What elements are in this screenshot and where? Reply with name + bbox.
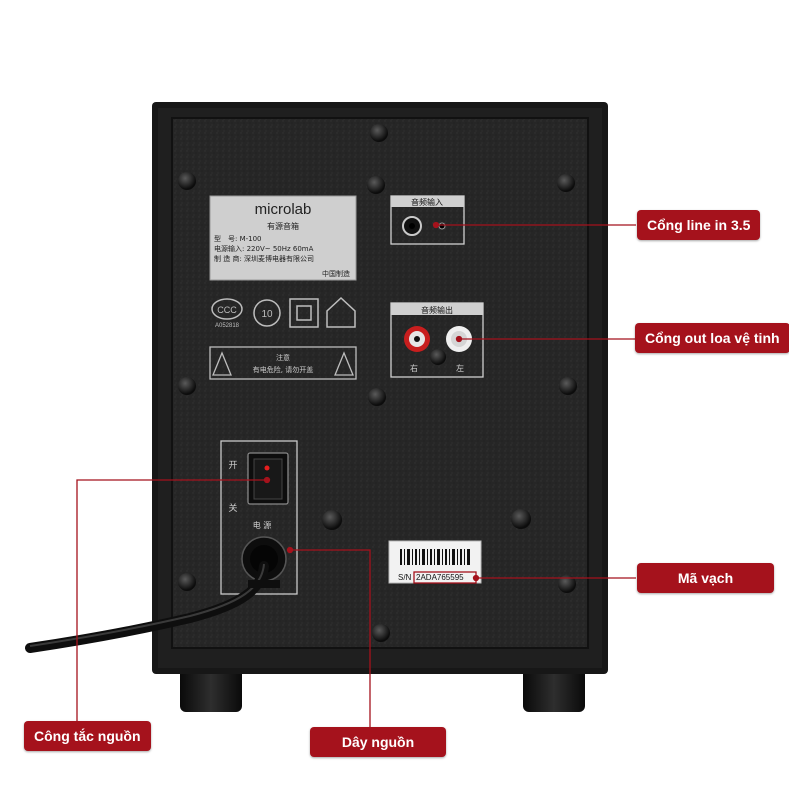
callout-power-switch: Công tắc nguồn: [24, 721, 151, 751]
svg-text:S/N: S/N: [398, 573, 412, 582]
brand-logo: microlab: [255, 201, 312, 218]
callout-barcode: Mã vạch: [637, 563, 774, 593]
svg-text:注意: 注意: [276, 353, 290, 362]
callout-power-cord: Dây nguồn: [310, 727, 446, 757]
svg-text:开: 开: [228, 460, 237, 471]
audio-input-jack: 音频输入: [390, 195, 465, 245]
svg-text:有电危险, 请勿开盖: 有电危险, 请勿开盖: [253, 365, 313, 374]
audio-output-jacks: 音频输出 右 左: [390, 302, 484, 378]
svg-text:A052818: A052818: [215, 323, 240, 329]
svg-text:2ADA765595: 2ADA765595: [416, 573, 464, 582]
svg-text:电 源: 电 源: [253, 520, 272, 530]
svg-text:右: 右: [410, 363, 418, 373]
callout-lines: [76, 221, 636, 729]
svg-text:音频输入: 音频输入: [411, 197, 443, 207]
warning-label: 注意 有电危险, 请勿开盖: [209, 346, 357, 380]
svg-text:中国制造: 中国制造: [322, 269, 350, 278]
spec-plate: microlab 有源音箱 型 号: M-100 电源输入: 220V~ 50H…: [209, 195, 357, 281]
svg-text:电源输入: 220V~ 50Hz 60mA: 电源输入: 220V~ 50Hz 60mA: [214, 244, 314, 253]
svg-text:有源音箱: 有源音箱: [267, 221, 299, 231]
callout-out-satellite: Cổng out loa vệ tinh: [635, 323, 789, 353]
right-foot: [523, 668, 585, 712]
certification-marks: CCC A052818 10: [211, 296, 356, 329]
svg-text:关: 关: [228, 502, 237, 514]
svg-text:制 造 商: 深圳麦博电器有限公司: 制 造 商: 深圳麦博电器有限公司: [214, 254, 314, 263]
barcode-sticker: S/N 2ADA765595: [388, 540, 482, 584]
svg-text:10: 10: [261, 309, 273, 320]
svg-text:左: 左: [456, 363, 464, 373]
screws: [178, 124, 577, 642]
svg-text:音频输出: 音频输出: [421, 305, 453, 315]
callout-line-in: Cổng line in 3.5: [637, 210, 761, 240]
svg-text:型 号: M-100: 型 号: M-100: [214, 234, 262, 243]
left-foot: [180, 668, 242, 712]
svg-text:CCC: CCC: [217, 305, 237, 315]
